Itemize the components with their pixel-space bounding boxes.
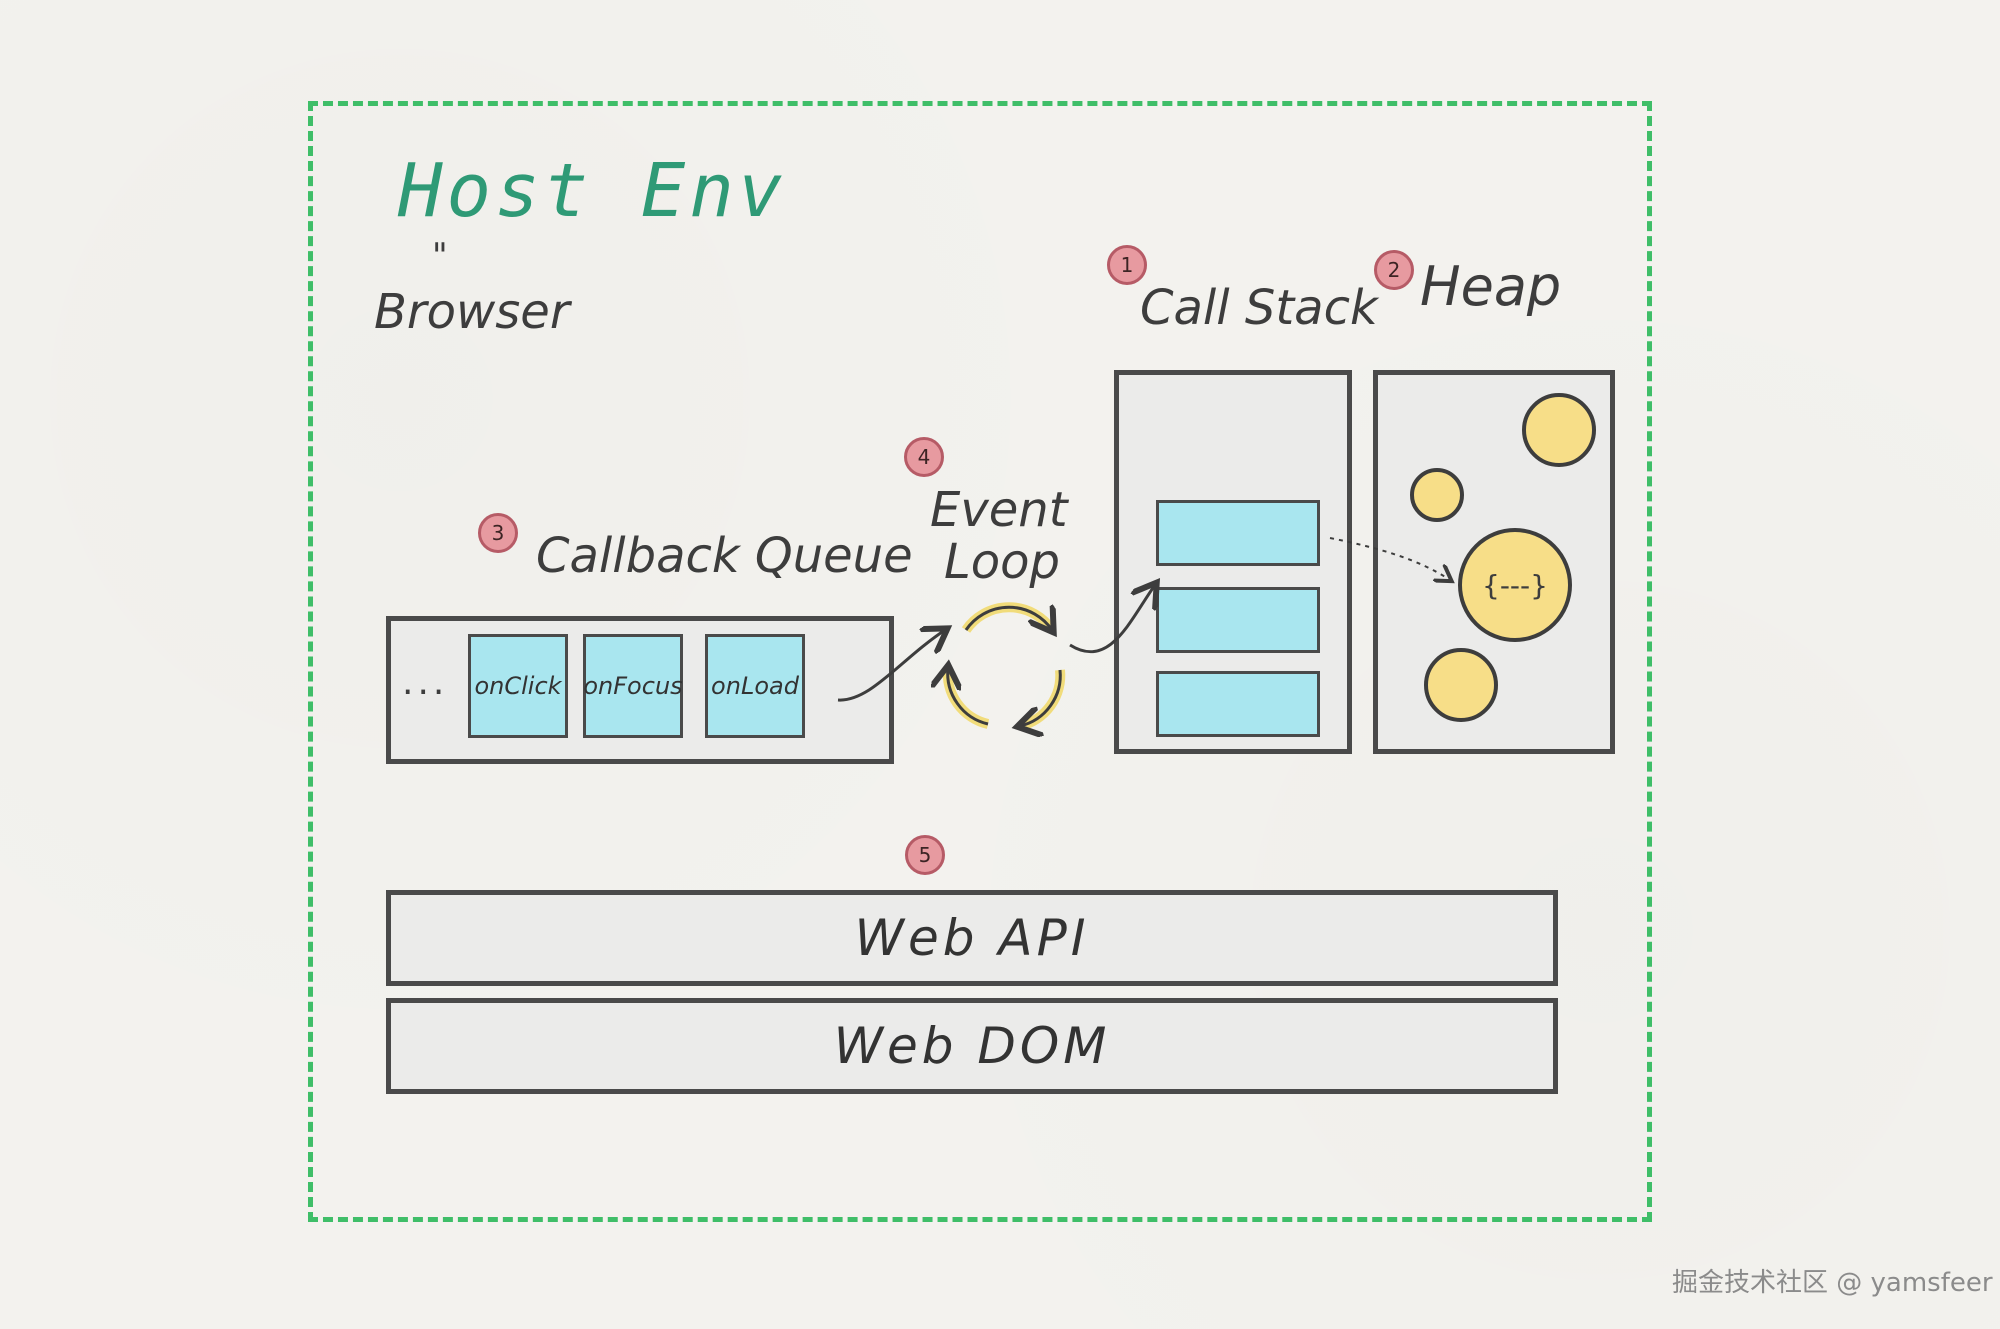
host-env-title: Host Env (398, 148, 787, 234)
heap-number-badge: 2 (1374, 250, 1414, 290)
equals-mark: " (432, 236, 448, 276)
web-api-bar: Web API (386, 890, 1558, 986)
event-loop-label-line1: Event (930, 482, 1068, 538)
browser-label: Browser (374, 284, 570, 340)
callback-item-onclick: onClick (468, 634, 568, 738)
callback-queue-label: Callback Queue (536, 528, 913, 584)
event-loop-number-badge: 4 (904, 437, 944, 477)
object-literal-label: {---} (1482, 568, 1548, 602)
heap-label: Heap (1420, 255, 1562, 318)
stack-to-heap-reference-arrow (1329, 537, 1450, 580)
callback-item-onload: onLoad (705, 634, 805, 738)
callback-item-onfocus: onFocus (583, 634, 683, 738)
event-loop-cycle-icon (948, 602, 1066, 726)
heap-object (1424, 648, 1498, 722)
stack-frame (1156, 671, 1320, 737)
event-loop-label-line2: Loop (944, 534, 1060, 590)
heap-object (1522, 393, 1596, 467)
web-dom-bar: Web DOM (386, 998, 1558, 1094)
call-stack-label: Call Stack (1140, 280, 1378, 336)
host-env-boundary (308, 101, 1652, 1222)
callback-queue-number-badge: 3 (478, 513, 518, 553)
queue-to-loop-arrow (837, 630, 945, 702)
watermark: 掘金技术社区 @ yamsfeer (1672, 1268, 1993, 1298)
stack-frame (1156, 500, 1320, 566)
loop-to-stack-arrow (1069, 585, 1155, 654)
heap-object-referenced: {---} (1458, 528, 1572, 642)
stack-frame (1156, 587, 1320, 653)
heap-object (1410, 468, 1464, 522)
queue-ellipsis: ... (402, 662, 449, 703)
web-number-badge: 5 (905, 835, 945, 875)
call-stack-number-badge: 1 (1107, 245, 1147, 285)
